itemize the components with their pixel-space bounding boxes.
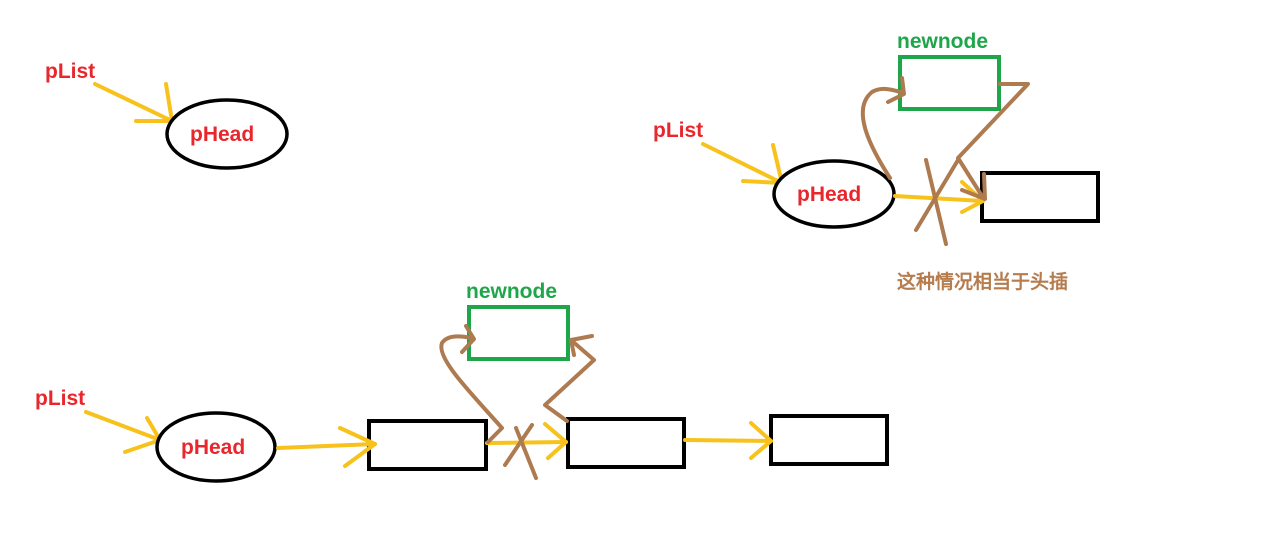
diagram-middle-insert: pList pHead newnode xyxy=(35,280,889,483)
link-arrow-shaft xyxy=(683,438,773,443)
head-node xyxy=(155,411,277,483)
link-arrow-shaft xyxy=(276,442,377,450)
link-arrow-head xyxy=(749,421,773,460)
diagram-empty-list: pList pHead xyxy=(45,60,289,170)
plist-arrow-head xyxy=(134,82,174,123)
newnode-to-next-arrow-head xyxy=(960,172,987,201)
newnode-label: newnode xyxy=(466,280,557,303)
plist-label: pList xyxy=(45,60,95,83)
head-to-newnode-arrow-head xyxy=(886,76,906,104)
newnode-to-next-arrow-head xyxy=(569,334,594,357)
list-node-2 xyxy=(566,417,686,469)
old-link-arrow-head xyxy=(543,422,568,460)
diagram-head-insert: newnode pList pHead 这种情况相当于头插 xyxy=(653,30,1100,293)
newnode-to-next-arrow xyxy=(543,338,596,423)
new-node-box xyxy=(898,55,1001,111)
node1-to-newnode-arrow-head xyxy=(460,324,476,354)
plist-label: pList xyxy=(35,387,85,410)
cross-out-mark xyxy=(503,423,534,467)
node1-to-newnode-arrow xyxy=(439,334,504,444)
newnode-to-next-arrow xyxy=(956,82,1030,198)
head-node-label: pHead xyxy=(797,183,861,206)
head-node-label: pHead xyxy=(181,436,245,459)
plist-arrow-shaft xyxy=(84,410,162,442)
plist-arrow-shaft xyxy=(93,82,174,123)
head-node xyxy=(165,98,289,170)
head-node-label: pHead xyxy=(190,123,254,146)
head-node xyxy=(772,159,896,229)
list-node-1 xyxy=(367,419,488,471)
old-link-arrow-shaft xyxy=(485,440,568,445)
link-arrow-head xyxy=(338,426,377,468)
newnode-label: newnode xyxy=(897,30,988,53)
old-link-arrow-head xyxy=(960,180,985,214)
old-link-arrow-shaft xyxy=(893,194,985,203)
cross-out-mark xyxy=(914,158,960,232)
note-text: 这种情况相当于头插 xyxy=(897,270,1068,293)
plist-arrow-shaft xyxy=(701,142,784,185)
list-node-3 xyxy=(769,414,889,466)
cross-out-mark xyxy=(514,426,538,480)
cross-out-mark xyxy=(924,158,948,246)
new-node-box xyxy=(467,305,570,361)
plist-arrow-head xyxy=(741,143,784,185)
first-node-box xyxy=(980,171,1100,223)
head-to-newnode-arrow xyxy=(860,86,903,180)
plist-label: pList xyxy=(653,119,703,142)
